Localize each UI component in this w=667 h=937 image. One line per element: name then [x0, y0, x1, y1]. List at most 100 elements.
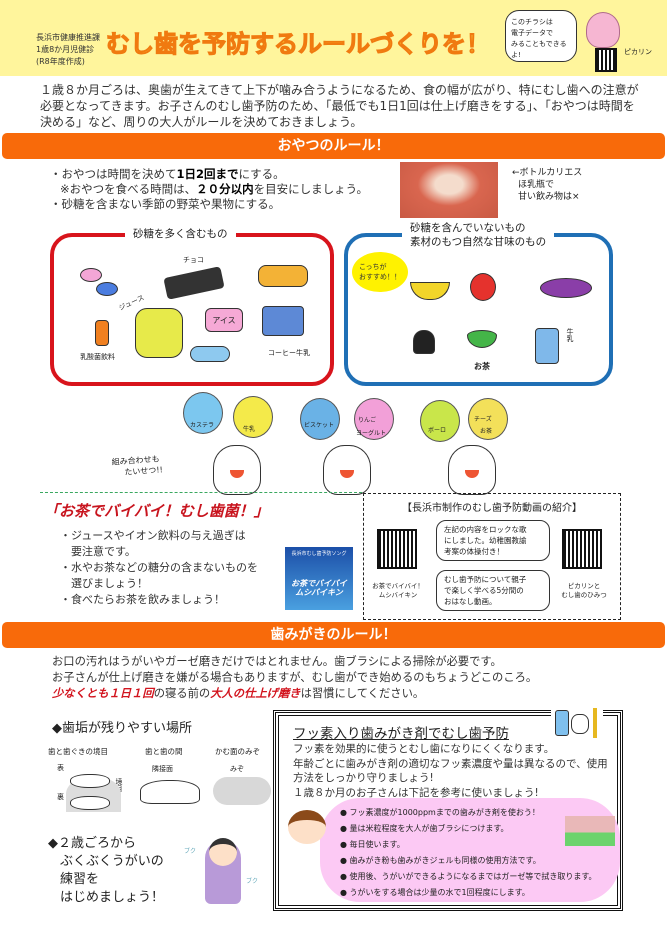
interproximal-diagram	[140, 780, 200, 804]
rinse-line: 練習を	[60, 872, 100, 887]
caption-line: ピカリンと	[567, 582, 601, 590]
song-video-thumbnail[interactable]: 長浜市むし歯予防ソング お茶でバイバイ ムシバイキン	[285, 547, 353, 610]
label-line: 砂糖を含んでいないもの	[410, 222, 526, 234]
rinse-line: はじめましょう！	[60, 890, 165, 905]
tooth-mouth	[230, 470, 244, 478]
child-face	[209, 838, 237, 866]
combo-label: 牛乳	[243, 426, 256, 433]
sugar-free-label: 砂糖を含んでいないもの 素材のもつ自然な甘味のもの	[402, 221, 555, 249]
mascot-image	[586, 12, 620, 48]
text-line: お口の汚れはうがいやガーゼ磨きだけではとれません。歯ブラシによる掃除が必要です。	[52, 655, 502, 668]
rinse-line: ◆２歳ごろから	[48, 836, 136, 851]
desc-line: むし歯予防について親子	[444, 575, 527, 584]
sound-effect: ブク	[246, 878, 259, 885]
item-label: 乳酸菌飲料	[80, 353, 115, 361]
qr-code-video1[interactable]	[377, 529, 417, 569]
label-line: 素材のもつ自然な甘味のもの	[410, 236, 547, 248]
item-label: 牛乳	[566, 328, 574, 342]
caption-line: 甘い飲み物は×	[518, 192, 580, 202]
tooth-character	[323, 445, 371, 495]
desc-line: 考案の体操付き！	[444, 547, 504, 556]
bubble-line: 電子データで	[511, 29, 553, 37]
brushing-rules-heading: 歯みがきのルール！	[2, 622, 665, 648]
bullet: 選びましょう！	[60, 577, 148, 590]
tip-item: ● フッ素濃度が1000ppmまでの歯みがき剤を使おう！	[340, 808, 540, 817]
video2-description: むし歯予防について親子 で楽しく学べる5分間の おはなし動画。	[436, 570, 550, 611]
thumb-title: お茶でバイバイ ムシバイキン	[291, 579, 347, 597]
combo-label: カステラ	[190, 422, 215, 429]
occlusal-groove-diagram	[213, 777, 271, 805]
fluoride-box	[273, 710, 623, 911]
rinse-advice: ◆２歳ごろから ぶくぶくうがいの 練習を はじめましょう！	[48, 835, 164, 907]
combo-balloon	[233, 396, 273, 438]
tip-item: ● 歯みがき粉も歯みがきジェルも同様の使用方法です。	[340, 856, 541, 865]
snack-rules-heading: おやつのルール！	[2, 133, 665, 159]
spot-label: 歯と歯の間	[145, 747, 183, 756]
dept-line: (R8年度作成)	[36, 57, 85, 66]
combo-label: ヨーグルト	[356, 430, 387, 437]
diagram-label: みぞ	[230, 765, 244, 773]
bold-text: 1日2回まで	[176, 167, 239, 181]
video1-caption: お茶でバイバイ！ ムシバイキン	[370, 582, 426, 600]
bottle-caries-photo	[400, 162, 498, 218]
text: ・おやつは時間を決めて	[50, 167, 177, 181]
bullet: ・ジュースやイオン飲料の与え過ぎは	[60, 529, 246, 542]
diagram-label: 境目	[115, 778, 123, 792]
sugary-foods-label: 砂糖を多く含むもの	[125, 227, 236, 241]
page-title: むし歯を予防するルールづくりを！	[105, 29, 490, 58]
bold-text: ２０分以内	[196, 182, 254, 196]
bullet: ・水やお茶などの糖分の含まないものを	[60, 561, 258, 574]
combo-balloon	[183, 392, 223, 434]
qr-code-video2[interactable]	[562, 529, 602, 569]
tooth-mouth	[465, 470, 479, 478]
text: ※おやつを食べる時間は、	[60, 182, 197, 196]
rinse-line: ぶくぶくうがいの	[60, 854, 164, 869]
brushing-text: お口の汚れはうがいやガーゼ磨きだけではとれません。歯ブラシによる掃除が必要です。…	[52, 654, 632, 702]
item-label: コーヒー牛乳	[268, 349, 310, 357]
fluoride-intro: フッ素を効果的に使うとむし歯になりにくくなります。 年齢ごとに歯みがき剤の適切な…	[293, 742, 608, 800]
thumb-top-text: 長浜市むし歯予防ソング	[291, 551, 347, 557]
dept-line: 1歳8か月児健診	[36, 45, 95, 54]
tooth-character	[448, 445, 496, 495]
fluoride-title: フッ素入り歯みがき剤でむし歯予防	[293, 726, 509, 742]
speech-bubble: このチラシは 電子データで みることもできるよ!	[505, 10, 577, 62]
rule-note: ※おやつを食べる時間は、２０分以内を目安にしましょう。	[50, 182, 368, 197]
desc-line: おはなし動画。	[444, 597, 497, 606]
tip-item: ● うがいをする場合は少量の水で1回程度にします。	[340, 888, 530, 897]
divider	[40, 492, 362, 493]
video-intro-box: 【長浜市制作のむし歯予防動画の紹介】 お茶でバイバイ！ ムシバイキン 左記の内容…	[363, 493, 621, 620]
toothpaste-tube	[555, 710, 569, 736]
text-line: 年齢ごとに歯みがき剤の適切なフッ素濃度や量は異なるので、使用	[293, 757, 608, 770]
ice-cream-cup-image: アイス	[205, 308, 243, 332]
combo-label: りんご	[358, 417, 377, 424]
tooth-character	[213, 445, 261, 495]
text: にする。	[238, 167, 285, 181]
spot-label: かむ面のみぞ	[215, 747, 260, 756]
desc-line: で楽しく学べる5分間の	[444, 586, 524, 595]
intro-text: １歳８か月ごろは、奥歯が生えてきて上下が噛み合うようになるため、食の幅が広がり、…	[40, 83, 639, 129]
milk-carton-image	[535, 328, 559, 364]
combo-label: 組み合わせも たいせつ!!	[111, 453, 163, 478]
bullet: 要注意です。	[60, 545, 136, 558]
yogurt-drink-image	[95, 320, 109, 346]
caption-line: お茶でバイバイ！	[372, 582, 424, 590]
combo-label: ボーロ	[428, 427, 447, 434]
caption-line: むし歯のひみつ	[561, 591, 607, 599]
candy-image	[96, 282, 118, 296]
qr-code[interactable]	[595, 48, 617, 72]
dept-line: 長浜市健康推進課	[36, 33, 100, 42]
tooth-mouth	[340, 470, 354, 478]
diagram-label: 表	[57, 764, 64, 772]
caption-line: ほ乳瓶で	[518, 180, 555, 190]
bubble-line: おすすめ！！	[359, 273, 401, 281]
bubble-line: このチラシは	[511, 18, 553, 26]
text: は習慣にしてください。	[300, 687, 425, 700]
rice-ball-image	[413, 330, 435, 354]
tip-item: ● 毎日使います。	[340, 840, 405, 849]
tea-title: 「お茶でバイバイ！むし歯菌！」	[44, 502, 269, 520]
video1-description: 左記の内容をロックな歌 にしました。幼稚園教諭 考案の体操付き！	[436, 520, 550, 561]
text-line: 方法をしっかり守りましょう!	[293, 772, 434, 784]
cookies-image	[258, 265, 308, 287]
text-line: 少なくとも１日１回の寝る前の大人の仕上げ磨きは習慣にしてください。	[52, 686, 632, 702]
juice-can-image	[135, 308, 183, 358]
